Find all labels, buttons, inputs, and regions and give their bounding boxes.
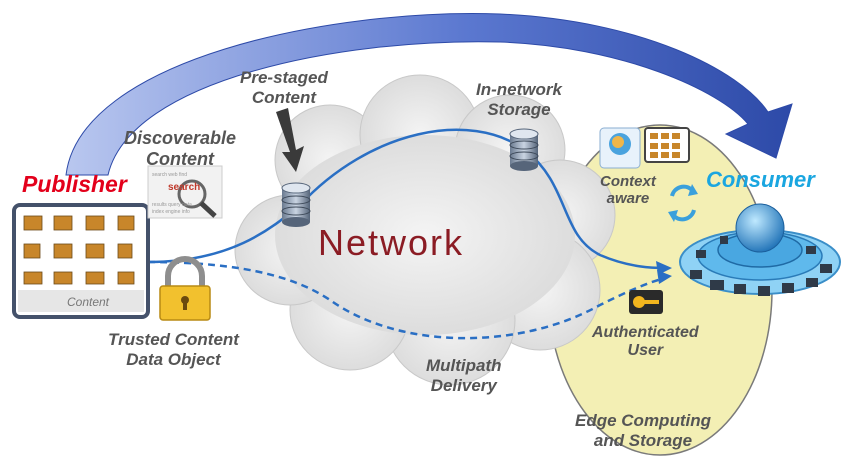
search-word-cloud: search web find results query data index…: [147, 165, 223, 219]
key-icon: [629, 290, 663, 314]
prestaged-line-1: Pre-staged: [240, 68, 328, 87]
authenticated-user-label: Authenticated User: [592, 324, 699, 361]
multipath-path: [147, 260, 666, 340]
authenticated-line-1: Authenticated: [592, 324, 699, 341]
refresh-icon: [668, 184, 698, 222]
prestaged-arrow: [276, 108, 304, 172]
discoverable-line-1: Discoverable: [124, 128, 237, 148]
discoverable-line-2: Content: [146, 148, 215, 169]
svg-text:results query data: results query data: [152, 202, 192, 208]
prestaged-line-2: Content: [251, 87, 317, 107]
multipath-arrowhead: [657, 270, 672, 284]
context-line-1: Context: [600, 173, 656, 190]
brain-icon: [599, 127, 641, 169]
trusted-content-label: Trusted Content Data Object: [108, 330, 239, 369]
multipath-line-1: Multipath: [426, 356, 502, 375]
trusted-line-1: Trusted Content: [108, 330, 239, 349]
prestaged-content-label: Pre-staged Content: [240, 68, 328, 107]
authenticated-line-2: User: [627, 342, 664, 360]
edge-computing-label: Edge Computing and Storage: [575, 411, 711, 450]
content-box: [12, 203, 150, 319]
direct-path: [147, 128, 666, 270]
globe-icon: [679, 203, 841, 296]
database-icon: [509, 128, 539, 171]
context-aware-label: Context aware: [600, 173, 656, 208]
database-icon: [281, 182, 311, 227]
search-word: search: [168, 182, 201, 193]
innetwork-line-2: Storage: [487, 99, 551, 119]
content-caption: Content: [66, 295, 110, 309]
trusted-line-2: Data Object: [126, 349, 221, 369]
edge-line-2: and Storage: [593, 430, 693, 450]
top-arc-arrow: [65, 13, 793, 176]
innetwork-line-1: In-network: [476, 80, 562, 99]
discoverable-content-label: Discoverable Content: [124, 128, 236, 169]
innetwork-storage-label: In-network Storage: [476, 80, 562, 119]
edge-line-1: Edge Computing: [575, 411, 711, 430]
svg-text:search web find: search web find: [152, 172, 187, 178]
svg-text:index engine info: index engine info: [152, 209, 190, 215]
network-cloud: [234, 74, 616, 386]
consumer-label: Consumer: [706, 167, 815, 192]
network-label: Network: [318, 222, 465, 263]
media-grid-icon: [644, 127, 690, 163]
context-line-2: aware: [606, 190, 650, 208]
padlock-icon: [159, 256, 211, 321]
multipath-delivery-label: Multipath Delivery: [426, 356, 502, 395]
multipath-line-2: Delivery: [430, 375, 497, 395]
publisher-label: Publisher: [22, 171, 127, 197]
